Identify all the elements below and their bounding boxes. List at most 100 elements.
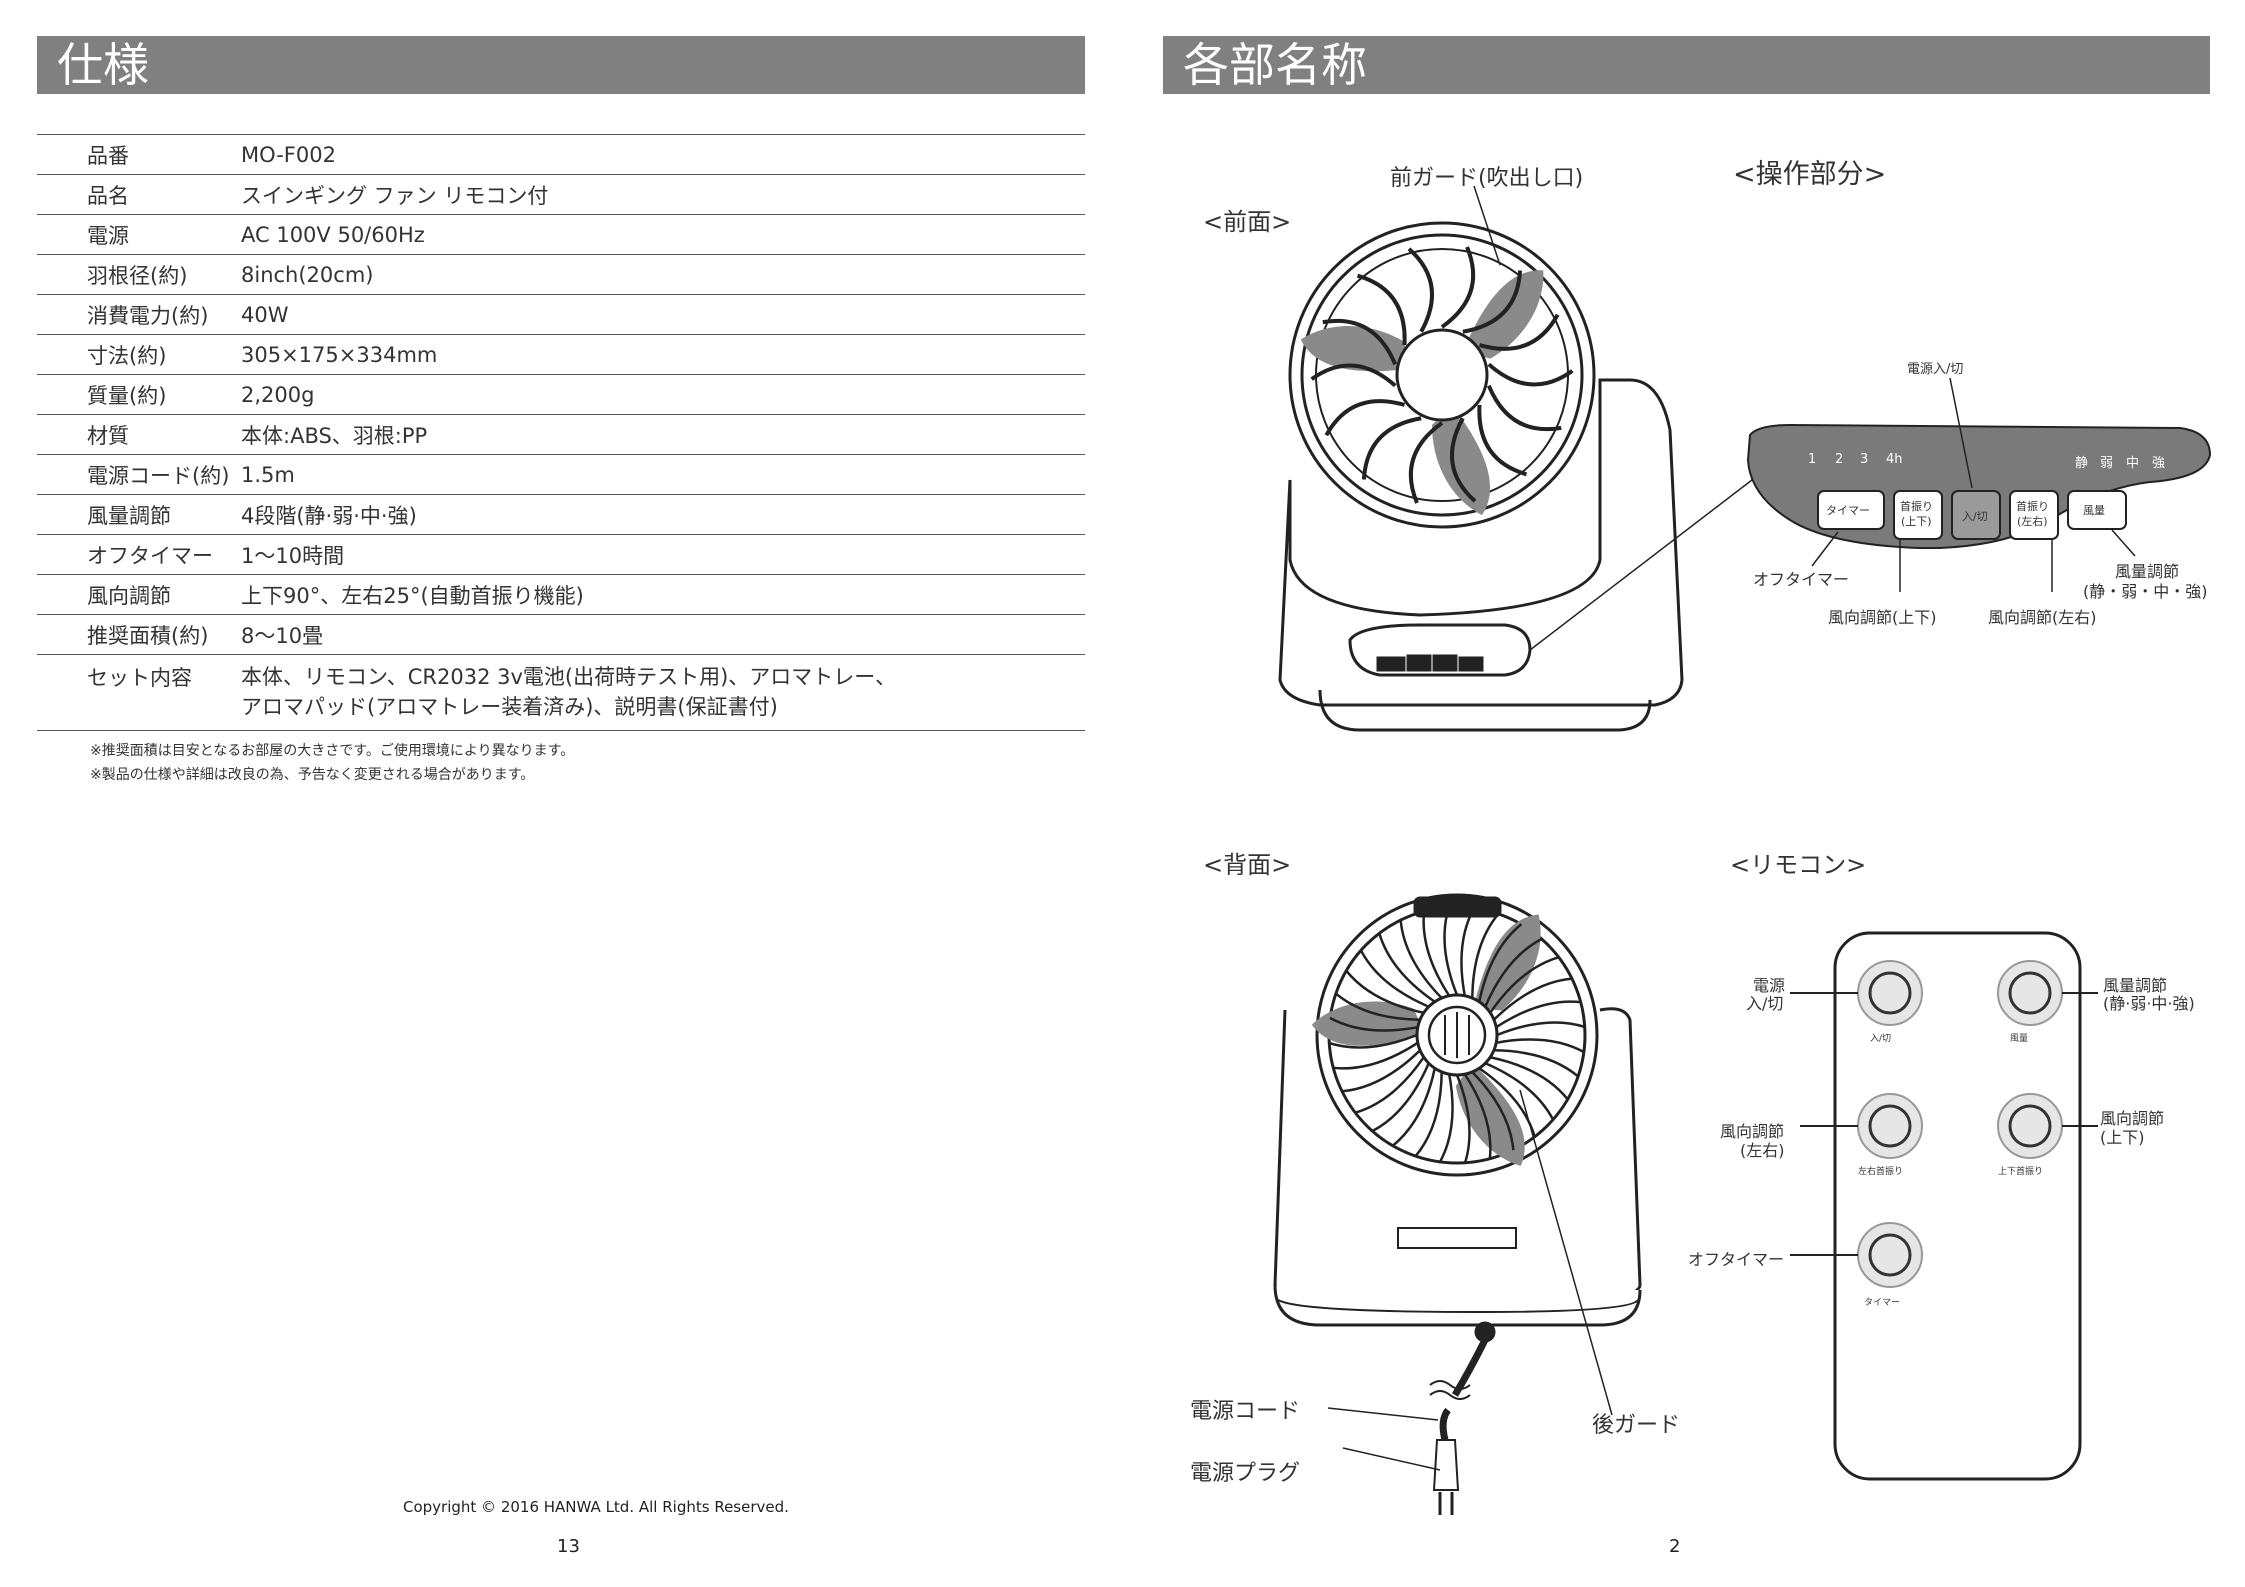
back-fan-illustration [1273, 893, 1642, 1515]
spec-value: 2,200g [241, 374, 1085, 415]
spec-value: AC 100V 50/60Hz [241, 214, 1085, 255]
rear-guard-spoke [1414, 1071, 1443, 1158]
front-guard-spoke [1486, 384, 1562, 432]
control-indicator: 4h [1886, 452, 1903, 467]
control-dir-lr-label: 風向調節(左右) [1988, 608, 2097, 627]
rear-guard-spoke [1334, 992, 1421, 1021]
rear-guard-spoke [1496, 1021, 1586, 1037]
control-indicator: 3 [1860, 452, 1869, 467]
remote-illustration [1790, 931, 2098, 1481]
note-2: ※製品の仕様や詳細は改良の為、予告なく変更される場合があります。 [90, 767, 535, 783]
remote-power-label: 電源 [1753, 976, 1786, 995]
copyright: Copyright © 2016 HANWA Ltd. All Rights R… [403, 1498, 789, 1516]
rear-guard-spoke [1378, 932, 1436, 1003]
remote-speed-btn-caption: 風量 [2010, 1034, 2029, 1044]
front-guard-spoke [1361, 416, 1422, 480]
spec-row: 寸法(約)305×175×334mm [37, 334, 1085, 375]
remote-ud-label: 風向調節 [2100, 1109, 2165, 1128]
spec-key: 電源 [37, 214, 241, 255]
control-speed-label: 風量調節 [2115, 562, 2180, 581]
spec-key: 風量調節 [37, 494, 241, 535]
front-view-title: <前面> [1203, 208, 1292, 236]
remote-power-btn-caption: 入/切 [1870, 1034, 1892, 1044]
front-guard-spoke [1322, 318, 1398, 366]
front-guard-spoke [1487, 362, 1574, 387]
rear-guard-spoke [1391, 1067, 1437, 1147]
rear-guard-spoke [1455, 1074, 1471, 1164]
control-indicator: 強 [2152, 456, 2166, 471]
control-indicator: 中 [2126, 456, 2140, 471]
rear-guard-spoke [1329, 1016, 1418, 1032]
rear-guard-label: 後ガード [1592, 1413, 1681, 1438]
remote-ud-btn-caption: 上下首振り [1998, 1167, 2044, 1177]
rear-guard-spoke [1359, 949, 1430, 1008]
spec-value: スインギング ファン リモコン付 [241, 174, 1085, 215]
spec-value: 8～10畳 [241, 614, 1085, 655]
rear-guard-spoke [1371, 1062, 1430, 1133]
front-guard-spoke [1478, 313, 1560, 351]
front-guard-spoke [1408, 421, 1444, 504]
remote-view-title: <リモコン> [1730, 851, 1867, 879]
rear-guard-spoke [1477, 923, 1523, 1003]
control-indicator: 2 [1835, 452, 1844, 467]
remote-button [1857, 960, 1923, 1026]
spec-key: 消費電力(約) [37, 294, 241, 335]
rear-guard-spoke [1438, 1074, 1454, 1163]
rear-guard-spoke [1328, 1033, 1418, 1049]
rear-guard-spoke [1443, 906, 1459, 996]
rear-guard-spoke [1341, 1049, 1421, 1093]
rear-guard-spoke [1493, 977, 1573, 1021]
rear-guard-spoke [1496, 1038, 1585, 1054]
front-guard-spoke [1324, 399, 1406, 437]
spec-value: 4段階(静·弱·中·強) [241, 494, 1085, 535]
page-number-right: 2 [1669, 1536, 1681, 1557]
control-btn-timer: タイマー [1826, 504, 1870, 517]
rear-guard-spoke [1463, 1073, 1492, 1160]
rear-guard-spoke [1422, 910, 1451, 997]
power-cord-label: 電源コード [1190, 1399, 1301, 1424]
rear-guard-spoke [1471, 912, 1500, 999]
front-guard-spoke [1310, 363, 1397, 388]
remote-button [1997, 1093, 2063, 1159]
parts-section-header: 各部名称 [1163, 36, 2210, 94]
remote-button [1857, 1093, 1923, 1159]
remote-button [1857, 1222, 1923, 1288]
spec-value: MO-F002 [241, 134, 1085, 175]
front-guard-spoke [1407, 247, 1435, 333]
remote-button-icon [1868, 971, 1912, 1015]
remote-timer-btn-caption: タイマー [1864, 1298, 1901, 1308]
front-guard-label: 前ガード(吹出し口) [1390, 166, 1584, 191]
remote-button-icon [2008, 971, 2052, 1015]
rear-guard-spoke [1399, 919, 1443, 999]
spec-section-header: 仕様 [37, 36, 1085, 94]
rear-guard-spoke [1460, 907, 1476, 996]
remote-power-label-2: 入/切 [1746, 994, 1784, 1013]
rear-guard-spoke [1484, 937, 1543, 1008]
spec-value: 40W [241, 294, 1085, 335]
remote-lr-btn-caption: 左右首振り [1858, 1167, 1904, 1177]
rear-guard-spoke [1489, 956, 1560, 1014]
spec-row: 推奨面積(約)8～10畳 [37, 614, 1085, 655]
rear-guard-spoke [1484, 1062, 1555, 1121]
spec-key: 電源コード(約) [37, 454, 241, 495]
remote-lr-label: 風向調節 [1720, 1122, 1785, 1141]
front-guard-spoke [1477, 404, 1528, 477]
rear-guard-spoke [1495, 1000, 1582, 1029]
rear-guard-spoke [1478, 1067, 1536, 1138]
spec-row: 風向調節上下90°、左右25°(自動首振り機能) [37, 574, 1085, 615]
power-plug-label: 電源プラグ [1190, 1461, 1301, 1486]
spec-row: 消費電力(約)40W [37, 294, 1085, 335]
spec-key: セット内容 [37, 654, 241, 731]
spec-value: 本体、リモコン、CR2032 3v電池(出荷時テスト用)、アロマトレー、アロマパ… [241, 654, 1085, 731]
control-btn-swing-lr: 首振り [2016, 500, 2049, 513]
spec-key: 質量(約) [37, 374, 241, 415]
control-indicator: 弱 [2100, 456, 2114, 471]
spec-key: 羽根径(約) [37, 254, 241, 295]
control-view-title: <操作部分> [1733, 159, 1887, 190]
note-1: ※推奨面積は目安となるお部屋の大きさです。ご使用環境により異なります。 [90, 743, 575, 759]
